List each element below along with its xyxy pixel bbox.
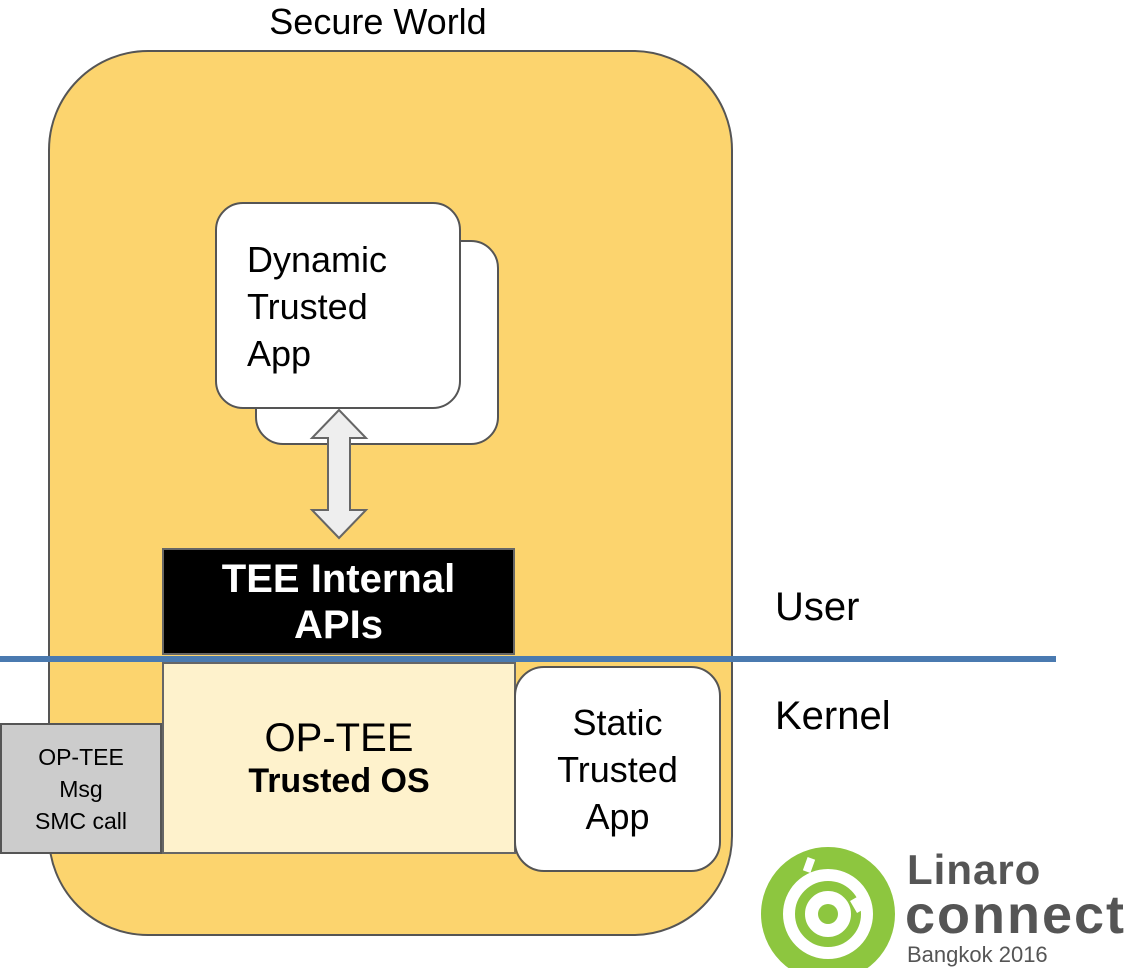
tee-api-line-1: TEE Internal xyxy=(221,556,456,601)
dynamic-ta-line-3: App xyxy=(247,333,312,374)
static-ta-line-2: Trusted xyxy=(557,748,678,790)
optee-os-line-2: Trusted OS xyxy=(248,762,430,800)
logo-linaro-text: Linaro xyxy=(907,846,1042,893)
static-ta-line-3: App xyxy=(585,795,650,837)
optee-msg-line-1: OP-TEE xyxy=(38,743,124,770)
optee-msg-line-2: Msg xyxy=(59,775,103,802)
dynamic-trusted-app-label: Dynamic Trusted App xyxy=(247,236,387,377)
logo-event-text: Bangkok 2016 xyxy=(907,942,1048,967)
static-trusted-app-box: Static Trusted App xyxy=(514,666,721,872)
tee-api-line-2: APIs xyxy=(294,602,383,647)
double-arrow-icon xyxy=(309,408,369,540)
dynamic-ta-line-2: Trusted xyxy=(247,286,368,327)
optee-trusted-os-box: OP-TEE Trusted OS xyxy=(162,662,516,854)
secure-world-title: Secure World xyxy=(269,1,487,42)
linaro-ring-icon xyxy=(761,847,895,968)
optee-msg-line-3: SMC call xyxy=(34,807,127,834)
optee-msg-smc-box: OP-TEE Msg SMC call xyxy=(0,723,162,854)
dynamic-trusted-app-box xyxy=(215,202,461,409)
static-ta-line-1: Static xyxy=(572,701,663,743)
kernel-space-label: Kernel xyxy=(775,694,891,738)
user-kernel-divider xyxy=(0,656,1056,662)
logo-connect-text: connect xyxy=(905,885,1126,945)
user-space-label: User xyxy=(775,585,860,629)
tee-internal-apis-box: TEE Internal APIs xyxy=(162,548,515,655)
optee-os-line-1: OP-TEE xyxy=(264,716,414,760)
linaro-connect-logo: Linaro connect Bangkok 2016 xyxy=(755,838,1124,968)
dynamic-ta-line-1: Dynamic xyxy=(247,239,388,280)
